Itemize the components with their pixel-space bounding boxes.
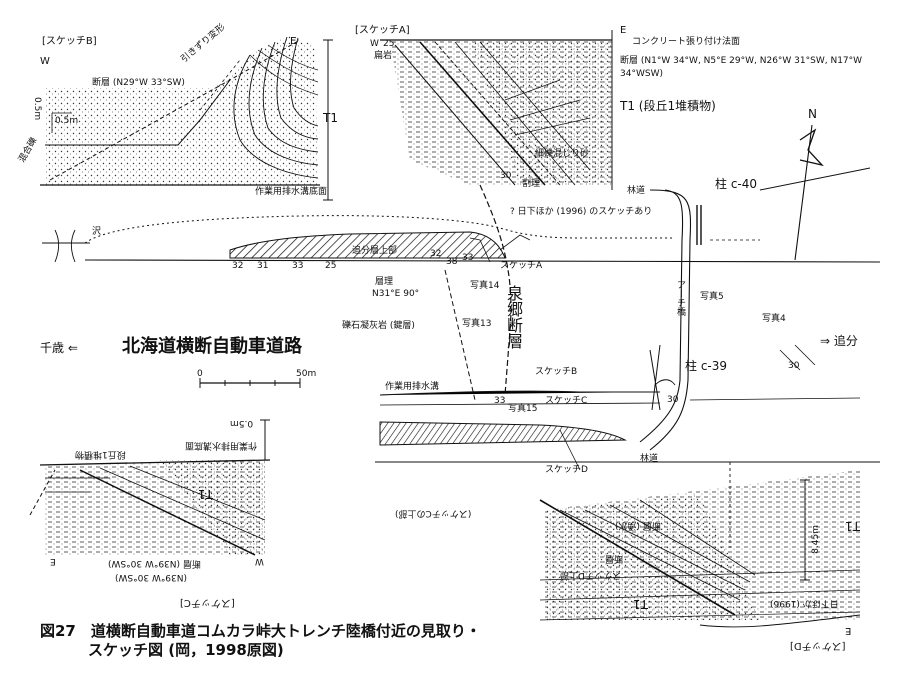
plan-sketch-b: スケッチB: [535, 367, 578, 377]
plan-dip: 31: [257, 261, 269, 271]
north-arrow-icon: [794, 124, 824, 261]
figure-caption-line1: 図27 道横断自動車道コムカラ峠大トレンチ陸橋付近の見取り・: [40, 622, 481, 640]
sketch-d-note3: スケッチD上部: [560, 570, 621, 580]
sketch-c-fault: 断層 (N39°W 30°SW): [108, 558, 201, 568]
sketch-d-note1: (スケッチCの上部): [395, 508, 472, 518]
plan-dip: 33: [494, 396, 506, 406]
sketch-c-note: (N39°W 30°SW): [115, 572, 188, 582]
sketch-c-dir-e: E: [50, 556, 56, 566]
sketch-a-dir-e: E: [620, 25, 627, 36]
scale-bar: [199, 378, 301, 388]
sketch-c-drawing: [29, 419, 271, 556]
sketch-b-scale-v: 0.5m: [32, 97, 42, 121]
plan-photo-14: 写真14: [470, 281, 500, 291]
plan-chitose: 千歳 ⇐: [40, 341, 78, 355]
plan-ref-1996: ? 日下ほか (1996) のスケッチあり: [510, 207, 653, 217]
sketch-b-scale-h: 0.5m: [55, 116, 79, 126]
sketch-d-fault: 断層: [605, 553, 624, 563]
sketch-c-title: [スケッチC]: [180, 597, 235, 608]
plan-conglomerate: 礫石凝灰岩 (鍵層): [342, 321, 415, 331]
plan-oiwake-upper: 追分層上部: [352, 246, 398, 256]
sketch-b-dir-w: W: [40, 56, 50, 67]
plan-forest-road: 林道: [627, 186, 646, 196]
sketch-c-scale: 0.5m: [230, 418, 254, 428]
plan-photo-15: 写真15: [508, 404, 538, 414]
sketch-d-height: 8.45m: [811, 525, 821, 554]
plan-strike-val: N31°E 90°: [372, 289, 420, 299]
plan-dip: 38: [446, 257, 458, 267]
plan-dip: 33: [292, 261, 304, 271]
plan-to-oiwake: ⇒ 追分: [820, 334, 858, 348]
sketch-d-title: [スケッチD]: [790, 640, 846, 651]
sketch-c-t1: T1: [198, 487, 213, 501]
plan-dip: 25: [325, 261, 337, 271]
sketch-b-t1: T1: [323, 111, 338, 125]
sketch-a-fracture: 割理: [522, 179, 541, 189]
sketch-d-t1: T1: [845, 519, 860, 533]
sketch-a-dip-30: 30: [500, 171, 512, 181]
plan-dip: 30: [788, 361, 800, 371]
sketch-c-dir-w: W: [255, 556, 264, 566]
plan-north: N: [808, 107, 817, 121]
plan-view-drawing: [42, 167, 881, 548]
sketch-a-gravel: 細礫混じり砂: [535, 149, 590, 159]
plan-dip: 32: [430, 249, 442, 259]
sketch-c-drain: 作業用排水溝底面: [185, 440, 258, 450]
figure-caption: 図27 道横断自動車道コムカラ峠大トレンチ陸橋付近の見取り・ スケッチ図 (岡，…: [40, 622, 481, 660]
plan-arch: アーチ橋: [675, 280, 685, 316]
sketch-a-concrete: コンクリート張り付け法面: [632, 37, 741, 47]
sketch-a-dip-25: 25: [383, 39, 395, 49]
sketch-b-fault: 断層 (N29°W 33°SW): [92, 78, 185, 88]
t1-scale-bar: [323, 39, 333, 201]
plan-sketch-d: スケッチD: [545, 465, 588, 475]
sketch-a-t1: T1 (段丘1堆積物): [620, 99, 716, 113]
plan-fault-name: 泉郷断層: [504, 285, 523, 349]
plan-drain: 作業用排水溝: [385, 382, 440, 392]
sketch-a-fault: 断層 (N1°W 34°W, N5°E 29°W, N26°W 31°SW, N…: [620, 56, 863, 79]
plan-c39: 柱 c-39: [685, 359, 728, 373]
plan-sketch-c: スケッチC: [545, 396, 588, 406]
plan-dip: 32: [232, 261, 244, 271]
sketch-a-drawing: [380, 30, 613, 190]
sketch-d-ref: 日下ほか (1996): [770, 598, 839, 608]
sketch-b-drain: 作業用排水溝底面: [255, 187, 328, 197]
plan-expressway: 北海道横断自動車道路: [122, 336, 302, 357]
sketch-b-drawing: [40, 35, 320, 186]
plan-sawa: 沢: [92, 227, 102, 237]
sketch-d-drawing: [539, 470, 861, 628]
plan-scale-0: 0: [197, 369, 203, 379]
sketch-c-debris: 段丘1堆積物: [75, 449, 126, 459]
plan-scale-50: 50m: [296, 369, 317, 379]
sketch-a-title: [スケッチA]: [355, 25, 410, 36]
sketch-a-dir-w: W: [370, 39, 379, 49]
plan-c40: 柱 c-40: [715, 177, 758, 191]
plan-photo-4: 写真4: [762, 314, 786, 324]
plan-sketch-a: スケッチA: [500, 261, 543, 271]
sketch-d-t1b: T1: [633, 597, 648, 611]
plan-dip: 30: [667, 395, 679, 405]
plan-strike: 層理: [375, 277, 394, 287]
plan-forest-road-2: 林道: [640, 454, 659, 464]
sketch-b-title: [スケッチB]: [42, 36, 97, 47]
plan-dip: 33: [462, 253, 474, 263]
sketch-a-bedrock: 扁岩: [374, 51, 393, 61]
sketch-d-note2: 断層 (湧水): [615, 520, 661, 530]
plan-photo-13: 写真13: [462, 319, 492, 329]
sketch-b-dir-e: E: [290, 36, 297, 47]
sketch-d-dir-e: E: [845, 625, 852, 636]
figure-caption-line2: スケッチ図 (岡，1998原図): [88, 641, 284, 659]
plan-photo-5: 写真5: [700, 292, 724, 302]
